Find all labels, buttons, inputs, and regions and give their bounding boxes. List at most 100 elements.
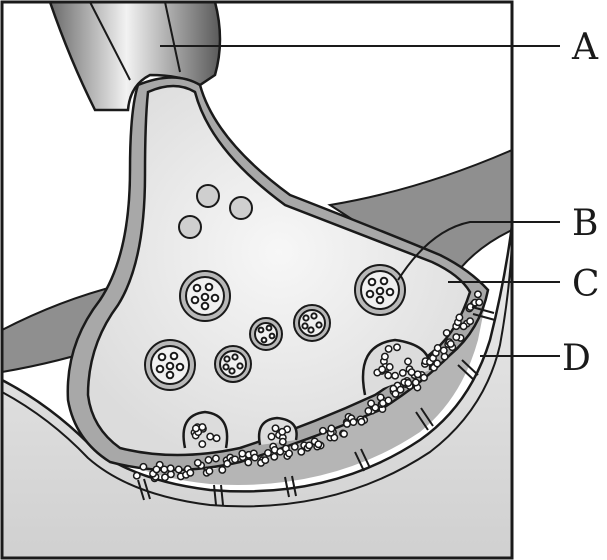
transmitter-particle xyxy=(244,458,253,467)
transmitter-particle xyxy=(218,465,227,474)
transmitter-particle xyxy=(404,379,413,387)
transmitter-particle xyxy=(231,455,239,464)
transmitter-particle xyxy=(267,432,276,441)
transmitter-particle xyxy=(413,370,422,379)
vesicle-small xyxy=(229,196,253,220)
vesicle-group xyxy=(179,270,231,322)
transmitter-particle xyxy=(206,432,215,441)
transmitter-particle xyxy=(384,396,393,405)
vesicle-group xyxy=(293,304,331,342)
transmitter-particle xyxy=(455,313,464,322)
receptor xyxy=(415,407,434,431)
transmitter-particle xyxy=(297,447,306,456)
axon-sheath-line xyxy=(89,1,131,81)
transmitter-particle xyxy=(191,424,200,433)
receptors xyxy=(137,306,496,506)
transmitter-particle xyxy=(205,467,214,476)
transmitter-particle xyxy=(446,339,455,348)
transmitter-particle xyxy=(198,440,207,449)
transmitter-particle xyxy=(384,344,393,353)
vesicle-small xyxy=(178,215,202,239)
transmitter-particle xyxy=(378,365,387,374)
receptor xyxy=(284,475,297,498)
vesicle-group xyxy=(249,317,283,351)
bud-3 xyxy=(361,338,432,396)
transmitter-particle xyxy=(466,317,475,326)
small-vesicles xyxy=(178,184,253,239)
transmitter-particle xyxy=(276,447,285,456)
label-a: A xyxy=(571,27,599,68)
transmitter-particle xyxy=(271,424,280,433)
transmitter-particle xyxy=(340,429,348,438)
transmitter-particle xyxy=(305,441,314,450)
label-d: D xyxy=(562,338,591,379)
transmitter-particle xyxy=(223,459,232,468)
transmitter-particle xyxy=(433,344,442,352)
axon-sheath-line-2 xyxy=(164,1,181,73)
transmitter-particle xyxy=(393,343,401,352)
transmitter-particle xyxy=(459,322,468,331)
synaptic-vesicles xyxy=(144,264,406,391)
transmitter-particle xyxy=(198,423,207,432)
transmitter-particle xyxy=(261,456,270,465)
transmitter-particle xyxy=(166,464,175,473)
transmitter-particle xyxy=(404,357,412,366)
transmitter-particle xyxy=(270,452,279,461)
transmitter-particle xyxy=(290,442,299,451)
transmitter-particle xyxy=(433,359,442,368)
transmitter-particle xyxy=(357,417,366,426)
transmitter-particle xyxy=(420,373,428,382)
transmitter-particle xyxy=(139,462,148,471)
transmitter-particle xyxy=(211,454,220,463)
transmitter-particle xyxy=(367,399,376,408)
receptor xyxy=(471,306,496,321)
receptor xyxy=(457,359,479,381)
transmitter-particle xyxy=(314,440,323,449)
transmitter-particle xyxy=(278,437,287,446)
transmitter-particle xyxy=(391,389,400,398)
receptor xyxy=(354,448,371,472)
transmitter-particle xyxy=(364,407,373,415)
transmitter-particle xyxy=(473,290,482,299)
transmitter-particle xyxy=(174,465,183,474)
label-b: B xyxy=(572,203,598,244)
transmitter-particle xyxy=(132,471,141,480)
vesicle-group xyxy=(214,345,252,383)
transmitter-particle xyxy=(193,458,202,467)
vesicle-small xyxy=(196,184,220,208)
transmitter-particle xyxy=(238,449,247,458)
transmitter-particle xyxy=(212,434,221,443)
transmitter-particle xyxy=(440,352,449,361)
leader-line-b xyxy=(397,221,560,281)
transmitter-particle xyxy=(250,453,259,462)
receptor xyxy=(213,484,224,506)
transmitter-particle xyxy=(186,468,195,477)
transmitter-particle xyxy=(411,378,420,387)
label-c: C xyxy=(572,264,600,305)
axon xyxy=(48,0,222,112)
transmitter-particle xyxy=(161,473,169,482)
transmitter-particle xyxy=(398,368,407,377)
transmitter-particle xyxy=(380,352,389,361)
transmitter-particle xyxy=(160,465,169,474)
transmitter-particle xyxy=(385,363,394,371)
frame-border xyxy=(0,0,514,560)
transmitter-particle xyxy=(278,427,287,436)
transmitter-particle xyxy=(285,449,294,458)
transmitter-particle xyxy=(318,426,327,435)
transmitter-particle xyxy=(391,371,400,380)
transmitter-particle xyxy=(349,418,358,427)
transmitter-particle xyxy=(442,328,451,337)
transmitter-particle xyxy=(475,298,484,307)
transmitter-particle xyxy=(452,333,461,342)
synaptic-cleft xyxy=(110,288,488,485)
transmitter-particle xyxy=(204,456,213,464)
transmitter-particle xyxy=(384,371,393,380)
receptor xyxy=(137,478,151,501)
transmitter-particle xyxy=(264,448,272,457)
neurotransmitter-particles xyxy=(132,290,484,483)
vesicle-group xyxy=(144,339,196,391)
vesicle-group xyxy=(354,264,406,316)
transmitter-particle xyxy=(396,385,405,394)
